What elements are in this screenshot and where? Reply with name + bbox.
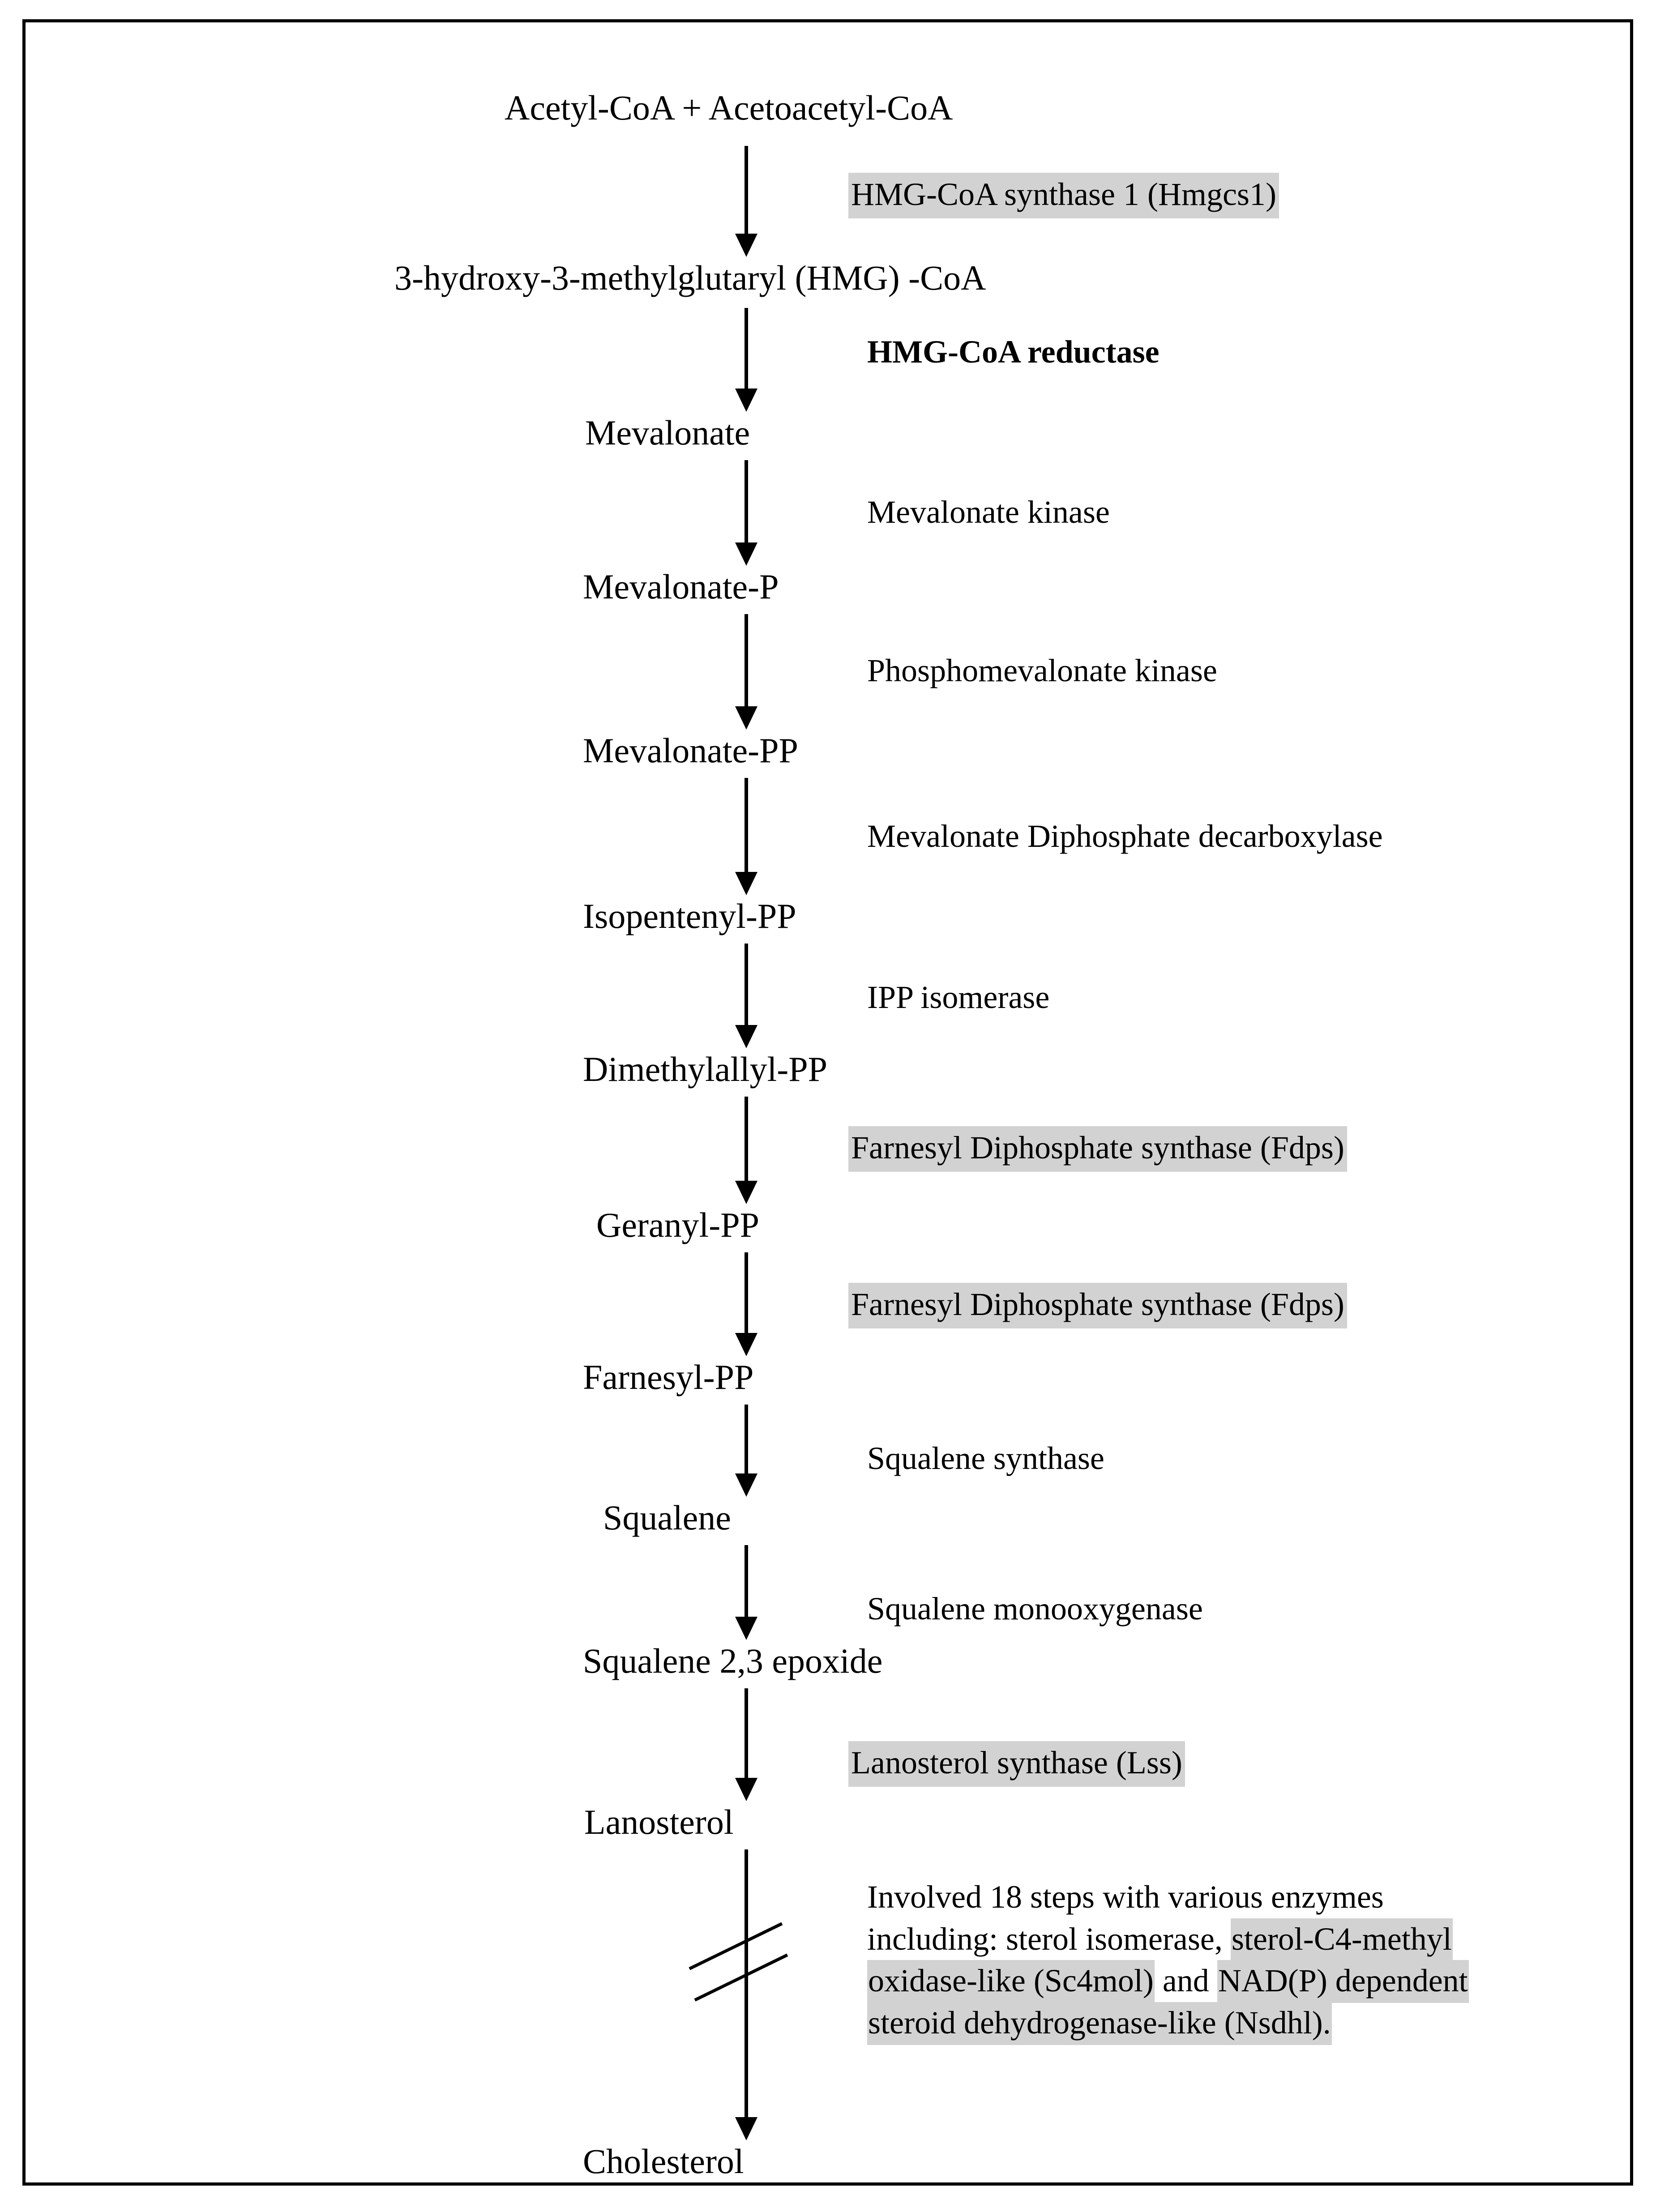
- node-geranyl-pp: Geranyl-PP: [596, 1205, 759, 1244]
- node-isopentenyl-pp: Isopentenyl-PP: [583, 897, 796, 935]
- enzyme-label-hmg-coa-reductase: HMG-CoA reductase: [867, 334, 1160, 370]
- enzyme-label-fdps-2: Farnesyl Diphosphate synthase (Fdps): [848, 1283, 1347, 1328]
- diagram-border-frame: Acetyl-CoA + Acetoacetyl-CoA 3-hydroxy-3…: [22, 19, 1633, 2186]
- node-squalene-epoxide: Squalene 2,3 epoxide: [583, 1641, 883, 1680]
- arrow-squalene-to-epoxide: [735, 1545, 757, 1640]
- enzyme-label-phosphomevalonate-kinase: Phosphomevalonate kinase: [867, 653, 1217, 688]
- node-hmg-coa: 3-hydroxy-3-methylglutaryl (HMG) -CoA: [394, 258, 986, 297]
- final-note-highlighted-term: steroid dehydrogenase-like (Nsdhl).: [867, 2002, 1332, 2045]
- enzyme-text-fdps-2: Farnesyl Diphosphate synthase (Fdps): [848, 1283, 1347, 1328]
- enzyme-text-lanosterol-synthase: Lanosterol synthase (Lss): [848, 1741, 1185, 1787]
- enzyme-label-mevalonate-kinase: Mevalonate kinase: [867, 494, 1110, 530]
- arrow-dimethylallyl-to-geranyl: [735, 1097, 757, 1204]
- arrow-farnesyl-to-squalene: [735, 1405, 757, 1497]
- node-squalene: Squalene: [603, 1498, 731, 1537]
- final-note-line: Involved 18 steps with various enzymes: [867, 1876, 1566, 1918]
- node-lanosterol: Lanosterol: [584, 1802, 734, 1841]
- arrow-epoxide-to-lanosterol: [735, 1688, 757, 1801]
- final-note-text: including: sterol isomerase,: [867, 1921, 1231, 1957]
- node-farnesyl-pp: Farnesyl-PP: [583, 1358, 754, 1396]
- final-note-highlighted-term: sterol-C4-methyl: [1230, 1918, 1453, 1961]
- node-acetyl-coa: Acetyl-CoA + Acetoacetyl-CoA: [505, 88, 953, 127]
- node-cholesterol: Cholesterol: [583, 2142, 744, 2181]
- final-note-text: and: [1154, 1963, 1217, 1999]
- enzyme-label-ipp-isomerase: IPP isomerase: [867, 979, 1050, 1015]
- arrow-geranyl-to-farnesyl: [735, 1252, 757, 1356]
- enzyme-label-hmgcs1: HMG-CoA synthase 1 (Hmgcs1): [848, 173, 1279, 218]
- enzyme-label-mevalonate-diphosphate-decarboxylase: Mevalonate Diphosphate decarboxylase: [867, 818, 1383, 854]
- enzyme-text-hmgcs1: HMG-CoA synthase 1 (Hmgcs1): [848, 173, 1279, 218]
- final-note-line: steroid dehydrogenase-like (Nsdhl).: [867, 2002, 1566, 2045]
- final-note-line: oxidase-like (Sc4mol) and NAD(P) depende…: [867, 1960, 1566, 2003]
- node-mevalonate-pp: Mevalonate-PP: [583, 731, 798, 770]
- final-note-text: Involved 18 steps with various enzymes: [867, 1879, 1384, 1915]
- enzyme-label-squalene-monooxygenase: Squalene monooxygenase: [867, 1591, 1203, 1627]
- enzyme-label-lanosterol-synthase: Lanosterol synthase (Lss): [848, 1741, 1185, 1787]
- arrow-mevalonate-to-mevalonate-p: [735, 460, 757, 566]
- final-note-highlighted-term: NAD(P) dependent: [1217, 1960, 1469, 2003]
- arrow-isopentenyl-to-dimethylallyl: [735, 944, 757, 1048]
- node-dimethylallyl-pp: Dimethylallyl-PP: [583, 1050, 827, 1089]
- node-mevalonate-p: Mevalonate-P: [583, 567, 779, 606]
- arrow-acetyl-to-hmgcoa: [735, 146, 757, 257]
- enzyme-label-squalene-synthase: Squalene synthase: [867, 1440, 1104, 1476]
- arrow-hmgcoa-to-mevalonate: [735, 308, 757, 412]
- arrow-mevalonate-p-to-pp: [735, 614, 757, 730]
- enzyme-label-fdps-1: Farnesyl Diphosphate synthase (Fdps): [848, 1126, 1347, 1172]
- final-note-line: including: sterol isomerase, sterol-C4-m…: [867, 1918, 1566, 1961]
- arrow-mevalonate-pp-to-isopentenyl-pp: [735, 778, 757, 895]
- enzyme-text-fdps-1: Farnesyl Diphosphate synthase (Fdps): [848, 1126, 1347, 1172]
- final-note-highlighted-term: oxidase-like (Sc4mol): [867, 1960, 1155, 2003]
- arrow-lanosterol-to-cholesterol: [735, 1849, 757, 2140]
- node-mevalonate: Mevalonate: [585, 413, 750, 452]
